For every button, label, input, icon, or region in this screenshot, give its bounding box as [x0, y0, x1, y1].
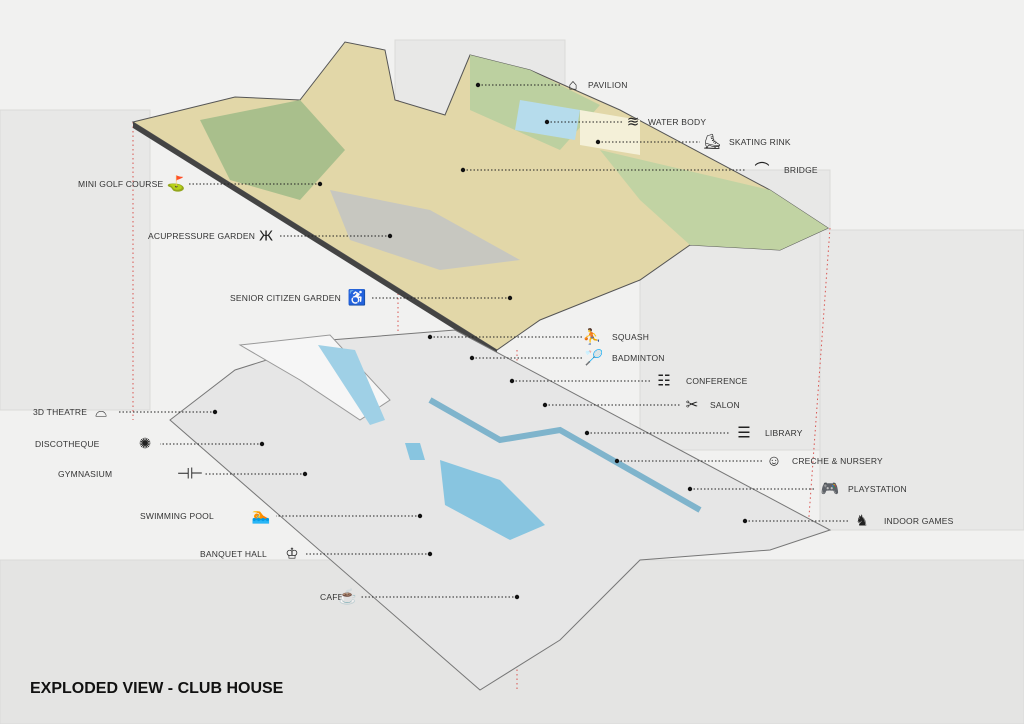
label-mini-golf-course: MINI GOLF COURSE	[78, 179, 164, 189]
leader-dot	[544, 119, 550, 125]
clubhouse-floor-slab	[169, 329, 832, 691]
connector-lines	[132, 100, 831, 690]
chess-pieces-icon: ♞	[855, 512, 869, 530]
label-swimming-pool: SWIMMING POOL	[140, 511, 214, 521]
label-playstation: PLAYSTATION	[848, 484, 907, 494]
label-badminton: BADMINTON	[612, 353, 665, 363]
label-squash: SQUASH	[612, 332, 650, 342]
leader-dot	[317, 181, 323, 187]
bench-icon: ♿	[347, 289, 367, 307]
leader-dot	[259, 441, 265, 447]
conference-table-icon: ☷	[657, 372, 671, 390]
leader-dot	[387, 233, 393, 239]
leader-dot	[687, 486, 693, 492]
coffee-cup-icon: ☕	[338, 588, 358, 606]
label-library: LIBRARY	[765, 428, 803, 438]
label-creche-nursery: CRECHE & NURSERY	[792, 456, 883, 466]
baby-icon: ☺	[766, 452, 782, 470]
roller-skate-icon: ⛸	[702, 133, 722, 151]
label-3d-theatre: 3D THEATRE	[33, 407, 88, 417]
leader-dot	[475, 82, 481, 88]
golfer-icon: ⛳	[166, 175, 186, 193]
water-waves-icon: ≋	[626, 113, 640, 131]
leader-dot	[514, 594, 520, 600]
pavilion-icon: ⌂	[568, 76, 578, 94]
leader-dot	[212, 409, 218, 415]
gamepad-icon: 🎮	[820, 480, 840, 498]
leader-dot	[460, 167, 466, 173]
leader-dot	[417, 513, 423, 519]
label-senior-citizen-garden: SENIOR CITIZEN GARDEN	[230, 293, 341, 303]
scissors-comb-icon: ✂	[685, 396, 699, 414]
leader-dot	[509, 378, 515, 384]
grass-icon: Ж	[259, 227, 273, 245]
leader-dot	[427, 334, 433, 340]
label-pavilion: PAVILION	[588, 80, 628, 90]
leader-dot	[542, 402, 548, 408]
dumbbell-icon: ⊣⊢	[176, 465, 204, 483]
label-gymnasium: GYMNASIUM	[58, 469, 113, 479]
label-salon: SALON	[710, 400, 740, 410]
label-indoor-games: INDOOR GAMES	[884, 516, 954, 526]
leader-dot	[427, 551, 433, 557]
badminton-player-icon: 🏸	[584, 349, 604, 367]
label-discotheque: DISCOTHEQUE	[35, 439, 100, 449]
leader-dot	[302, 471, 308, 477]
leader-dot	[584, 430, 590, 436]
leader-dot	[595, 139, 601, 145]
disco-ball-icon: ✺	[138, 435, 152, 453]
leader-dot	[614, 458, 620, 464]
label-cafe: CAFE	[320, 592, 344, 602]
label-banquet-hall: BANQUET HALL	[200, 549, 267, 559]
leader-dot	[469, 355, 475, 361]
bridge-arch-icon: ⌒	[754, 161, 770, 179]
label-skating-rink: SKATING RINK	[729, 137, 791, 147]
label-acupressure-garden: ACUPRESSURE GARDEN	[148, 231, 256, 241]
leader-dot	[507, 295, 513, 301]
leader-dot	[742, 518, 748, 524]
dining-table-icon: ♔	[285, 545, 299, 563]
label-water-body: WATER BODY	[648, 117, 707, 127]
leader-lines	[118, 82, 850, 600]
swimmer-icon: 🏊	[251, 507, 271, 525]
books-icon: ☰	[737, 424, 751, 442]
diagram-title: EXPLODED VIEW - CLUB HOUSE	[30, 680, 284, 697]
label-conference: CONFERENCE	[686, 376, 748, 386]
label-bridge: BRIDGE	[784, 165, 818, 175]
3d-glasses-icon: ⌓	[95, 403, 107, 421]
squash-players-icon: ⛹	[582, 328, 602, 346]
roof-garden-slab	[131, 41, 830, 356]
